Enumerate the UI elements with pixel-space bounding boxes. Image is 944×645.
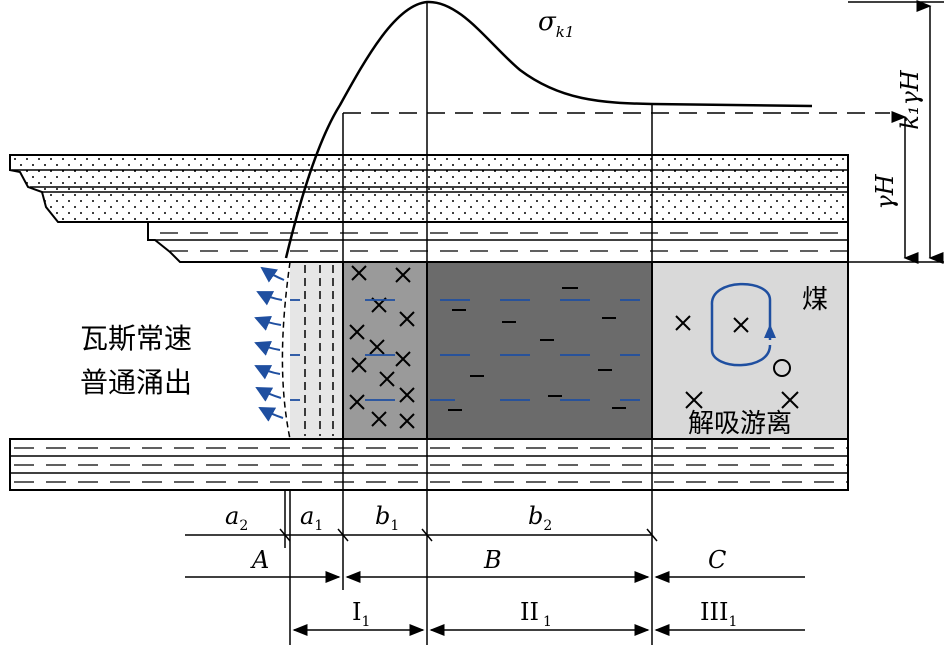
horizontal-dimensions	[185, 528, 805, 636]
stress-zone-marks	[448, 287, 626, 411]
label-a2: a2	[225, 502, 248, 534]
desorb-label: 解吸游离	[688, 409, 792, 439]
dim-outer-label: k₁γH	[896, 69, 924, 130]
gas-emission-arrows	[254, 266, 285, 422]
label-B: B	[483, 546, 502, 574]
dim-inner-label: γH	[871, 173, 899, 209]
zone-c-virgin-coal	[651, 261, 849, 440]
label-I1: I1	[352, 598, 370, 630]
coal-seam	[290, 261, 849, 440]
gas-flow-lines	[290, 299, 640, 401]
desorption-symbols	[675, 282, 799, 409]
upper-sandstone-strata	[9, 154, 849, 223]
zone-a-fractured-coal	[290, 262, 343, 439]
floor-strata	[9, 438, 849, 491]
crushed-coal-x-marks	[349, 265, 415, 429]
coal-face-boundary	[281, 261, 291, 440]
label-A: A	[250, 546, 269, 574]
left-text-line1: 瓦斯常速	[80, 322, 192, 355]
coal-label: 煤	[802, 285, 828, 315]
zone-a1-fissures	[304, 265, 334, 436]
label-III1: III1	[700, 598, 737, 630]
label-C: C	[708, 546, 726, 574]
curve-label: σk1	[538, 7, 574, 41]
label-b2: b2	[528, 502, 552, 534]
roof-mudstone-layer	[147, 221, 849, 263]
circulation-arrow-icon	[710, 282, 772, 367]
vertical-dimensions	[848, 0, 944, 264]
zone-b2-stress-coal	[426, 261, 653, 440]
label-b1: b1	[375, 502, 399, 534]
label-a1: a1	[300, 502, 323, 534]
zone-boundaries	[284, 2, 653, 645]
left-text-line2: 普通涌出	[80, 366, 192, 399]
